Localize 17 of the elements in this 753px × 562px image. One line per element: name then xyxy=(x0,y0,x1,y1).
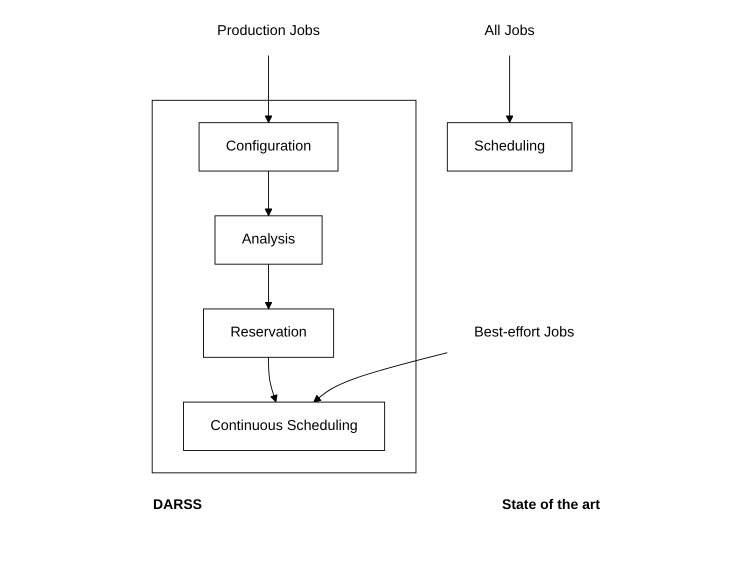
arrow xyxy=(506,55,514,124)
node-box: Configuration xyxy=(198,122,338,172)
node-box: Analysis xyxy=(214,215,322,265)
node-text: All Jobs xyxy=(484,23,535,39)
arrow xyxy=(268,356,278,402)
arrow xyxy=(264,55,272,124)
node-box: Scheduling xyxy=(446,122,572,172)
arrow xyxy=(264,170,272,216)
node-box: Continuous Scheduling xyxy=(182,402,385,451)
node-box: Reservation xyxy=(202,308,334,358)
caption-text: State of the art xyxy=(502,496,600,512)
cluster xyxy=(152,100,416,474)
caption-text: DARSS xyxy=(152,496,202,512)
node-text: Production Jobs xyxy=(217,23,320,39)
arrow xyxy=(313,352,448,402)
node-text: Best-effort Jobs xyxy=(474,325,574,340)
arrow xyxy=(264,264,272,310)
